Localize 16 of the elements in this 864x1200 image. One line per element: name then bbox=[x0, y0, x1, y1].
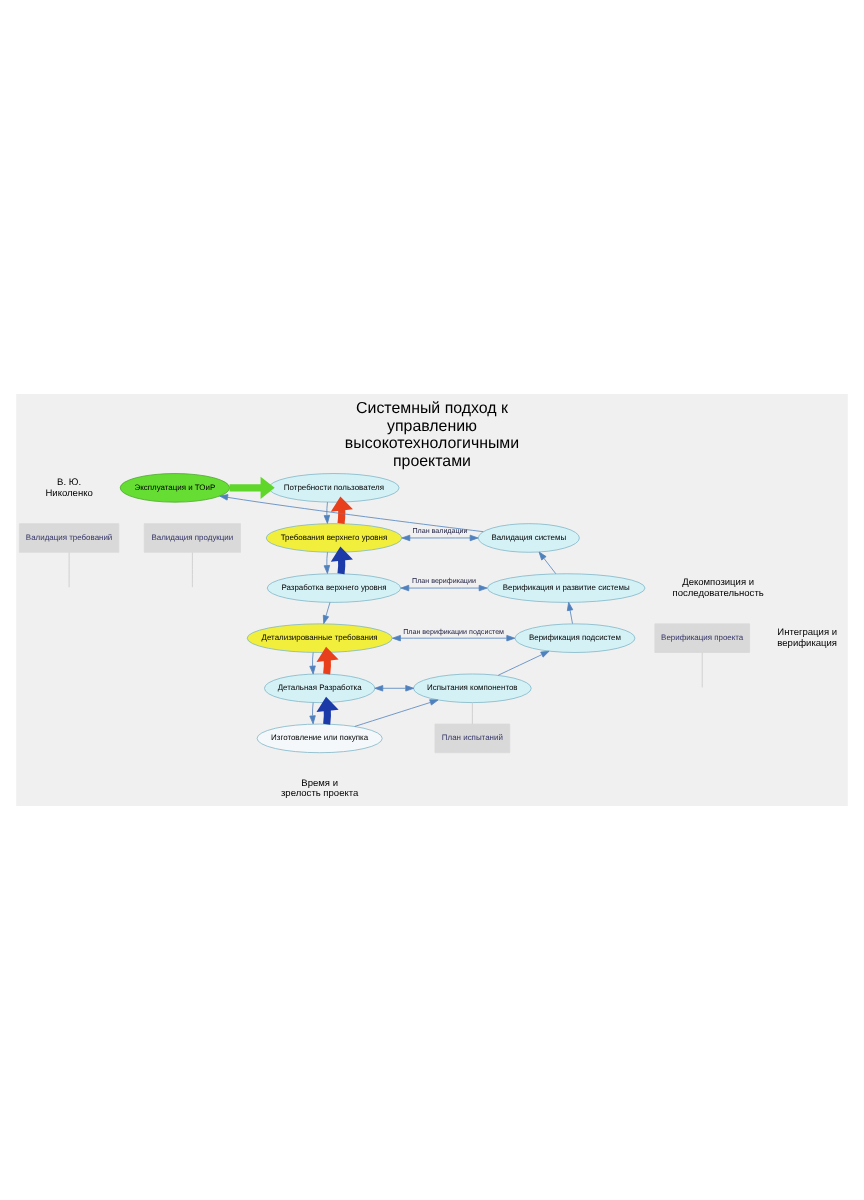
diagram-title: Системный подход к управлению высокотехнологичными проектами bbox=[344, 399, 520, 470]
arrow bbox=[401, 534, 479, 542]
arrow bbox=[354, 699, 439, 727]
arrow bbox=[322, 602, 331, 624]
arrow bbox=[392, 635, 516, 642]
arrow bbox=[374, 685, 415, 692]
arrow bbox=[400, 584, 488, 592]
arrow bbox=[497, 650, 550, 676]
arrow bbox=[229, 476, 275, 499]
arrow bbox=[323, 551, 331, 574]
arrow bbox=[219, 494, 484, 533]
arrow bbox=[566, 602, 574, 624]
arrow bbox=[323, 501, 331, 524]
arrow bbox=[538, 551, 557, 575]
arrow bbox=[309, 702, 316, 725]
arrow bbox=[309, 652, 316, 675]
